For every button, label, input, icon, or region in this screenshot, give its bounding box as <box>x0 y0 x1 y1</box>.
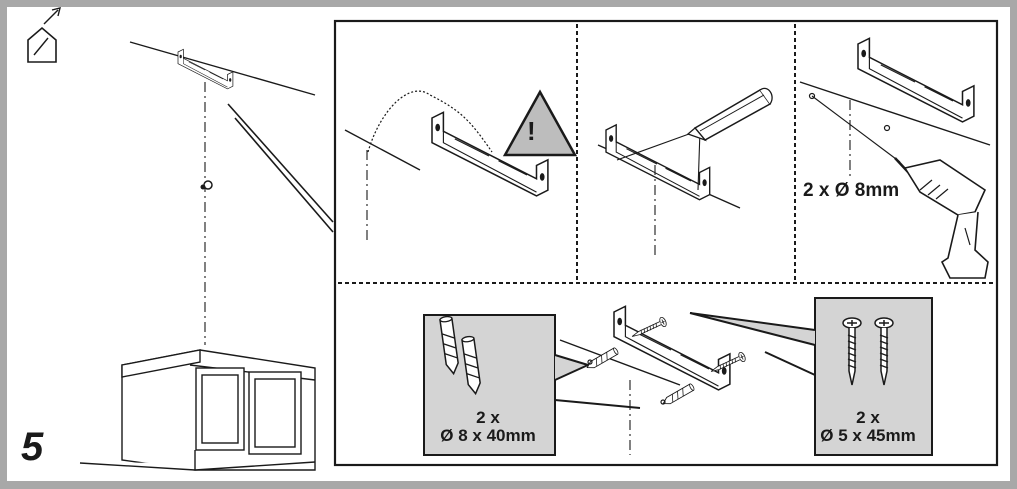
screw-size: Ø 5 x 45mm <box>820 426 916 445</box>
drill-icon <box>894 157 989 279</box>
drill-size-label: 2 x Ø 8mm <box>803 180 900 201</box>
warning-exclamation: ! <box>527 116 536 146</box>
panel-drill-holes <box>799 37 991 279</box>
screw-count: 2 x <box>856 408 880 427</box>
wall-plug-size: Ø 8 x 40mm <box>440 426 536 445</box>
step-number: 5 <box>21 425 44 469</box>
panel-position-bracket <box>344 89 578 240</box>
wall-plug-label: 2 x Ø 8 x 40mm <box>415 409 561 445</box>
warning-triangle-icon <box>502 89 578 157</box>
kitchen-cabinets <box>79 349 316 471</box>
house-install-icon <box>27 7 61 63</box>
screw-label: 2 x Ø 5 x 45mm <box>808 409 928 445</box>
wall-overview <box>27 7 334 471</box>
wall-plug-count: 2 x <box>476 408 500 427</box>
panel-fix-bracket <box>423 297 933 456</box>
pencil-icon <box>686 87 773 142</box>
panel-mark-holes <box>597 87 773 255</box>
detail-frame <box>333 19 999 467</box>
